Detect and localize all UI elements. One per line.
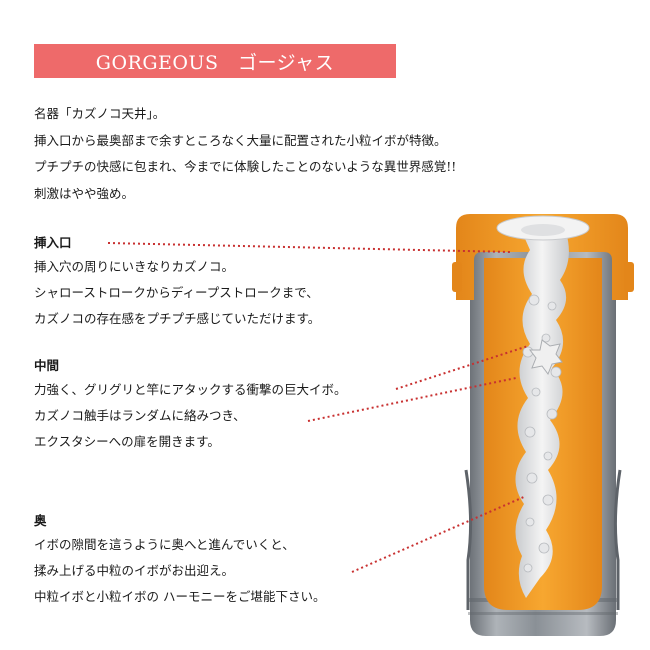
pointer-line-middle-1 (395, 345, 529, 390)
section-line: 揉み上げる中粒のイボがお出迎え。 (34, 563, 235, 578)
section-line: イボの隙間を這うように奥へと進んでいくと、 (34, 537, 295, 552)
section-line: エクスタシーへの扉を開きます。 (34, 434, 220, 449)
pointer-line-middle-2 (307, 377, 517, 422)
title-banner: GORGEOUS ゴージャス (34, 44, 396, 78)
intro-line: プチプチの快感に包まれ、今までに体験したことのないような異世界感覚!! (34, 159, 457, 174)
section-middle: 中間 力強く、グリグリと竿にアタックする衝撃の巨大イボ。 カズノコ触手はランダム… (34, 355, 347, 455)
orange-cap (452, 214, 634, 300)
intro-text: 名器「カズノコ天井」。 挿入口から最奥部まで余すところなく大量に配置された小粒イ… (34, 101, 456, 207)
section-heading: 奥 (34, 513, 47, 528)
intro-line: 刺激はやや強め。 (34, 185, 135, 201)
section-back: 奥 イボの隙間を這うように奥へと進んでいくと、 揉み上げる中粒のイボがお出迎え。… (34, 510, 325, 610)
inner-canal (515, 232, 569, 598)
section-heading: 中間 (34, 358, 60, 373)
section-line: カズノコの存在感をプチプチ感じていただけます。 (34, 311, 321, 326)
intro-line: 挿入口から最奥部まで余すところなく大量に配置された小粒イボが特徴。 (34, 132, 447, 148)
intro-line: 名器「カズノコ天井」。 (34, 106, 166, 121)
pointer-line-entrance (107, 242, 511, 253)
top-opening (496, 215, 590, 241)
section-line: カズノコ触手はランダムに絡みつき、 (34, 408, 246, 423)
section-line: 挿入穴の周りにいきなりカズノコ。 (34, 259, 235, 274)
pointer-line-back (351, 495, 527, 573)
banner-title: GORGEOUS ゴージャス (95, 51, 335, 74)
section-line: シャローストロークからディープストロークまで、 (34, 285, 319, 300)
section-line: 力強く、グリグリと竿にアタックする衝撃の巨大イボ。 (34, 382, 347, 397)
section-line: 中粒イボと小粒イボの ハーモニーをご堪能下さい。 (34, 589, 326, 604)
pointer-lines (107, 242, 529, 573)
section-entrance: 挿入口 挿入穴の周りにいきなりカズノコ。 シャローストロークからディープストロー… (34, 232, 320, 332)
section-heading: 挿入口 (34, 235, 72, 250)
